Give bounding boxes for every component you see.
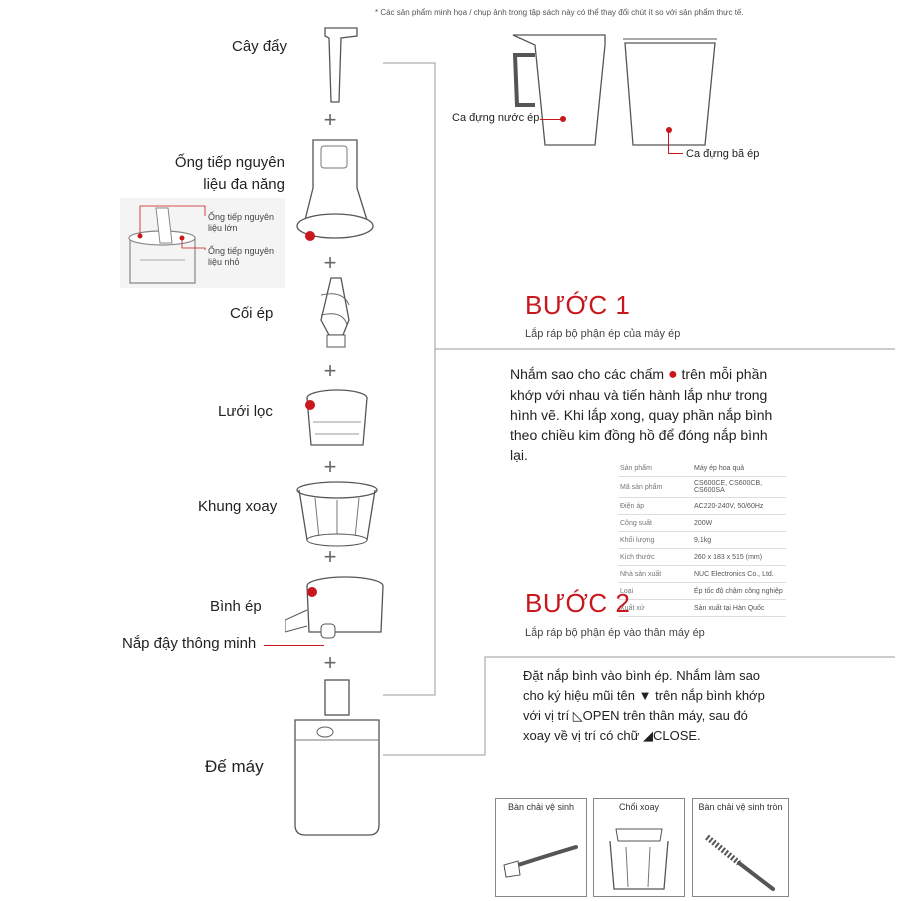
label-pusher: Cây đẩy [232, 38, 288, 55]
label-smart-cap: Nắp đậy thông minh [122, 635, 257, 652]
base-icon [294, 679, 380, 836]
rotating-brush-small-icon [609, 828, 669, 890]
label-base: Đế máy [205, 757, 264, 776]
plus-icon: + [323, 544, 337, 569]
screen-align-dot [305, 400, 315, 410]
label-rotating-brush: Khung xoay [198, 498, 278, 515]
label-bowl: Bình ép [210, 598, 262, 615]
juice-cup-icon [512, 34, 606, 146]
spec-key: Xuất xứ [618, 599, 692, 617]
hopper-inset: Ống tiếp nguyên liệu lớn Ống tiếp nguyên… [120, 198, 285, 288]
red-dot-icon: ● [667, 366, 678, 383]
spec-key: Điện áp [618, 497, 692, 515]
step1-body: Nhắm sao cho các chấm ● trên mỗi phần kh… [510, 364, 785, 465]
plus-icon: + [323, 250, 337, 275]
spec-value: 9,1kg [692, 531, 786, 549]
plus-icon: + [323, 107, 337, 132]
spec-value: Máy ép hoa quả [692, 460, 786, 477]
rotating-brush-icon [296, 481, 378, 547]
step1-body-after: trên mỗi phần khớp với nhau và tiến hành… [510, 366, 773, 463]
step2-subtitle: Lắp ráp bộ phận ép vào thân máy ép [525, 627, 705, 639]
pulp-cup-leader-v [668, 131, 669, 153]
spec-value: 260 x 183 x 515 (mm) [692, 548, 786, 566]
hopper-inset-illustration [128, 205, 206, 284]
accessory-brush-label: Bàn chải vệ sinh [507, 802, 575, 812]
spec-key: Công suất [618, 514, 692, 532]
hopper-icon [296, 139, 374, 241]
plus-icon: + [323, 650, 337, 675]
label-screw: Cối ép [230, 305, 274, 322]
bowl-align-dot [307, 587, 317, 597]
label-hopper-line2: liệu đa năng [203, 176, 285, 193]
label-hopper-small: Ống tiếp nguyên liệu nhỏ [208, 246, 275, 267]
spec-value: AC220-240V, 50/60Hz [692, 497, 786, 515]
smart-cap-leader [264, 645, 324, 646]
step2-body: Đặt nắp bình vào bình ép. Nhắm làm sao c… [523, 668, 765, 743]
parts-illustration [285, 27, 384, 836]
step1-title: BƯỚC 1 [525, 290, 631, 320]
pulp-cup-icon [623, 38, 717, 146]
label-hopper-large: Ống tiếp nguyên liệu lớn [208, 212, 275, 233]
label-pulp-cup: Ca đựng bã ép [686, 148, 760, 160]
accessory-rotating-brush: Chổi xoay [593, 798, 685, 897]
spec-key: Mã sản phẩm [618, 476, 692, 498]
label-hopper: Ống tiếp nguyên liệu đa năng [165, 152, 285, 196]
spec-key: Sản phẩm [618, 460, 692, 477]
accessory-round-brush: Bàn chải vệ sinh tròn [692, 798, 789, 897]
bowl-icon [285, 576, 384, 639]
spec-key: Khối lượng [618, 531, 692, 549]
spec-key: Nhà sản xuất [618, 565, 692, 583]
label-juice-cup: Ca đựng nước ép [452, 112, 540, 124]
cups-illustration [512, 34, 717, 146]
spec-value: Ép tốc độ chậm công nghiệp [692, 582, 786, 600]
screen-icon [305, 389, 368, 446]
label-hopper-line1: Ống tiếp nguyên [174, 154, 285, 171]
cleaning-brush-icon [503, 845, 578, 878]
step2-title: BƯỚC 2 [525, 588, 631, 618]
accessory-rotating-brush-label: Chổi xoay [618, 802, 660, 812]
disclaimer-note: * Các sản phẩm minh họa / chụp ảnh trong… [375, 8, 744, 17]
spec-key: Loại [618, 582, 692, 600]
spec-value: CS600CE, CS600CB, CS600SA [692, 476, 786, 498]
spec-value: NUC Electronics Co., Ltd. [692, 565, 786, 583]
accessory-round-brush-label: Bàn chải vệ sinh tròn [698, 802, 783, 812]
spec-value: Sản xuất tại Hàn Quốc [692, 599, 786, 617]
pulp-cup-leader-h [668, 153, 683, 154]
round-brush-icon [705, 834, 775, 891]
screw-icon [320, 277, 350, 348]
step1-subtitle: Lắp ráp bộ phận ép của máy ép [525, 328, 681, 340]
spec-key: Kích thước [618, 548, 692, 566]
bracket-lines [383, 62, 895, 756]
spec-value: 200W [692, 514, 786, 532]
pusher-icon [324, 27, 358, 103]
step1-body-before: Nhắm sao cho các chấm [510, 366, 665, 382]
juice-cup-leader [540, 119, 563, 120]
hopper-align-dot [305, 231, 315, 241]
plus-icon: + [323, 454, 337, 479]
plus-icon: + [323, 358, 337, 383]
accessory-brush: Bàn chải vệ sinh [495, 798, 587, 897]
label-screen: Lưới lọc [218, 403, 273, 420]
